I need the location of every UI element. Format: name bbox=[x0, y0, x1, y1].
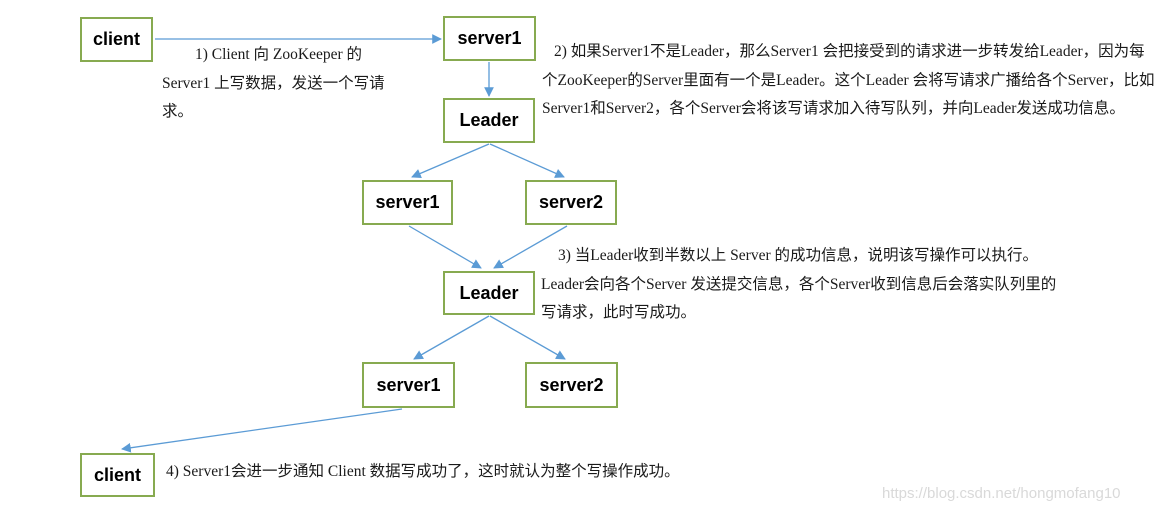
node-server2-mid: server2 bbox=[525, 180, 617, 225]
arrow-leader1-to-server1mid bbox=[411, 143, 490, 179]
arrow-server2mid-to-leader2 bbox=[493, 225, 568, 269]
arrow-leader1-to-server2mid bbox=[489, 143, 565, 178]
node-leader-2: Leader bbox=[443, 271, 535, 315]
node-server2-bot: server2 bbox=[525, 362, 618, 408]
step1-annotation: 1) Client 向 ZooKeeper 的Server1 上写数据，发送一个… bbox=[162, 46, 385, 120]
step4-annotation: 4) Server1会进一步通知 Client 数据写成功了，这时就认为整个写操… bbox=[166, 463, 680, 480]
arrow-server1bot-to-client bbox=[121, 408, 403, 453]
node-server1-bot: server1 bbox=[362, 362, 455, 408]
arrow-leader2-to-server2bot bbox=[489, 315, 566, 360]
node-client-bot: client bbox=[80, 453, 155, 497]
watermark: https://blog.csdn.net/hongmofang10 bbox=[882, 485, 1121, 502]
step2-annotation: 2) 如果Server1不是Leader，那么Server1 会把接受到的请求进… bbox=[542, 43, 1155, 117]
node-server1-mid: server1 bbox=[362, 180, 453, 225]
node-server1-top: server1 bbox=[443, 16, 536, 61]
arrow-leader2-to-server1bot bbox=[413, 315, 490, 360]
arrow-server1mid-to-leader2 bbox=[408, 225, 482, 269]
node-leader-1: Leader bbox=[443, 98, 535, 143]
step3-annotation: 3) 当Leader收到半数以上 Server 的成功信息，说明该写操作可以执行… bbox=[541, 247, 1057, 321]
node-client-top: client bbox=[80, 17, 153, 62]
